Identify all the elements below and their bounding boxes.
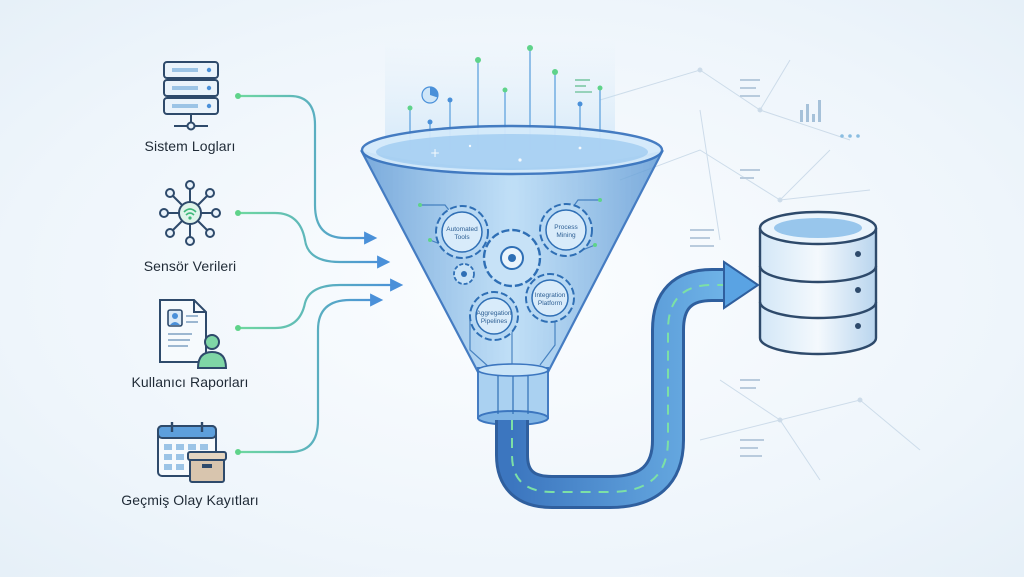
calendar-archive-icon [157, 422, 227, 483]
gear-process-mining: Process Mining [539, 203, 593, 257]
gear-small [453, 263, 475, 285]
sensor-network-icon [159, 180, 221, 246]
gear-integration-platform: Integration Platform [525, 273, 575, 323]
svg-text:+: + [430, 146, 440, 160]
flow-line-logs [235, 93, 378, 245]
source-label-user-reports: Kullanıcı Raporları [131, 374, 249, 390]
source-label-event-history: Geçmiş Olay Kayıtları [121, 492, 259, 508]
funnel-icon: Automated Tools Process Mining Integrati… [359, 40, 665, 426]
gear-label-line2: Tools [454, 234, 470, 241]
gear-label-line2: Mining [556, 232, 576, 239]
source-label-system-logs: Sistem Logları [144, 138, 236, 154]
gear-center [482, 228, 542, 288]
user-report-icon [159, 299, 228, 369]
gear-label-line1: Integration [535, 292, 566, 299]
flow-line-history [235, 293, 384, 455]
gear-label-line1: Process [554, 224, 578, 231]
server-rack-icon [163, 61, 219, 131]
source-label-sensor-data: Sensör Verileri [143, 258, 237, 274]
pipe-arrow-head [723, 260, 760, 310]
gear-label-line2: Pipelines [481, 318, 508, 325]
gear-label-line1: Automated [446, 226, 478, 233]
flow-line-reports [235, 278, 404, 331]
output-pipe [495, 260, 760, 509]
background-network [599, 59, 921, 481]
gear-automated-tools: Automated Tools [435, 205, 489, 259]
gear-label-line1: Aggregation [476, 310, 511, 317]
source-flow-lines [235, 93, 404, 455]
gear-aggregation-pipelines: Aggregation Pipelines [469, 291, 519, 341]
database-icon [758, 210, 878, 356]
flow-line-sensors [235, 210, 391, 269]
gear-label-line2: Platform [538, 300, 562, 307]
